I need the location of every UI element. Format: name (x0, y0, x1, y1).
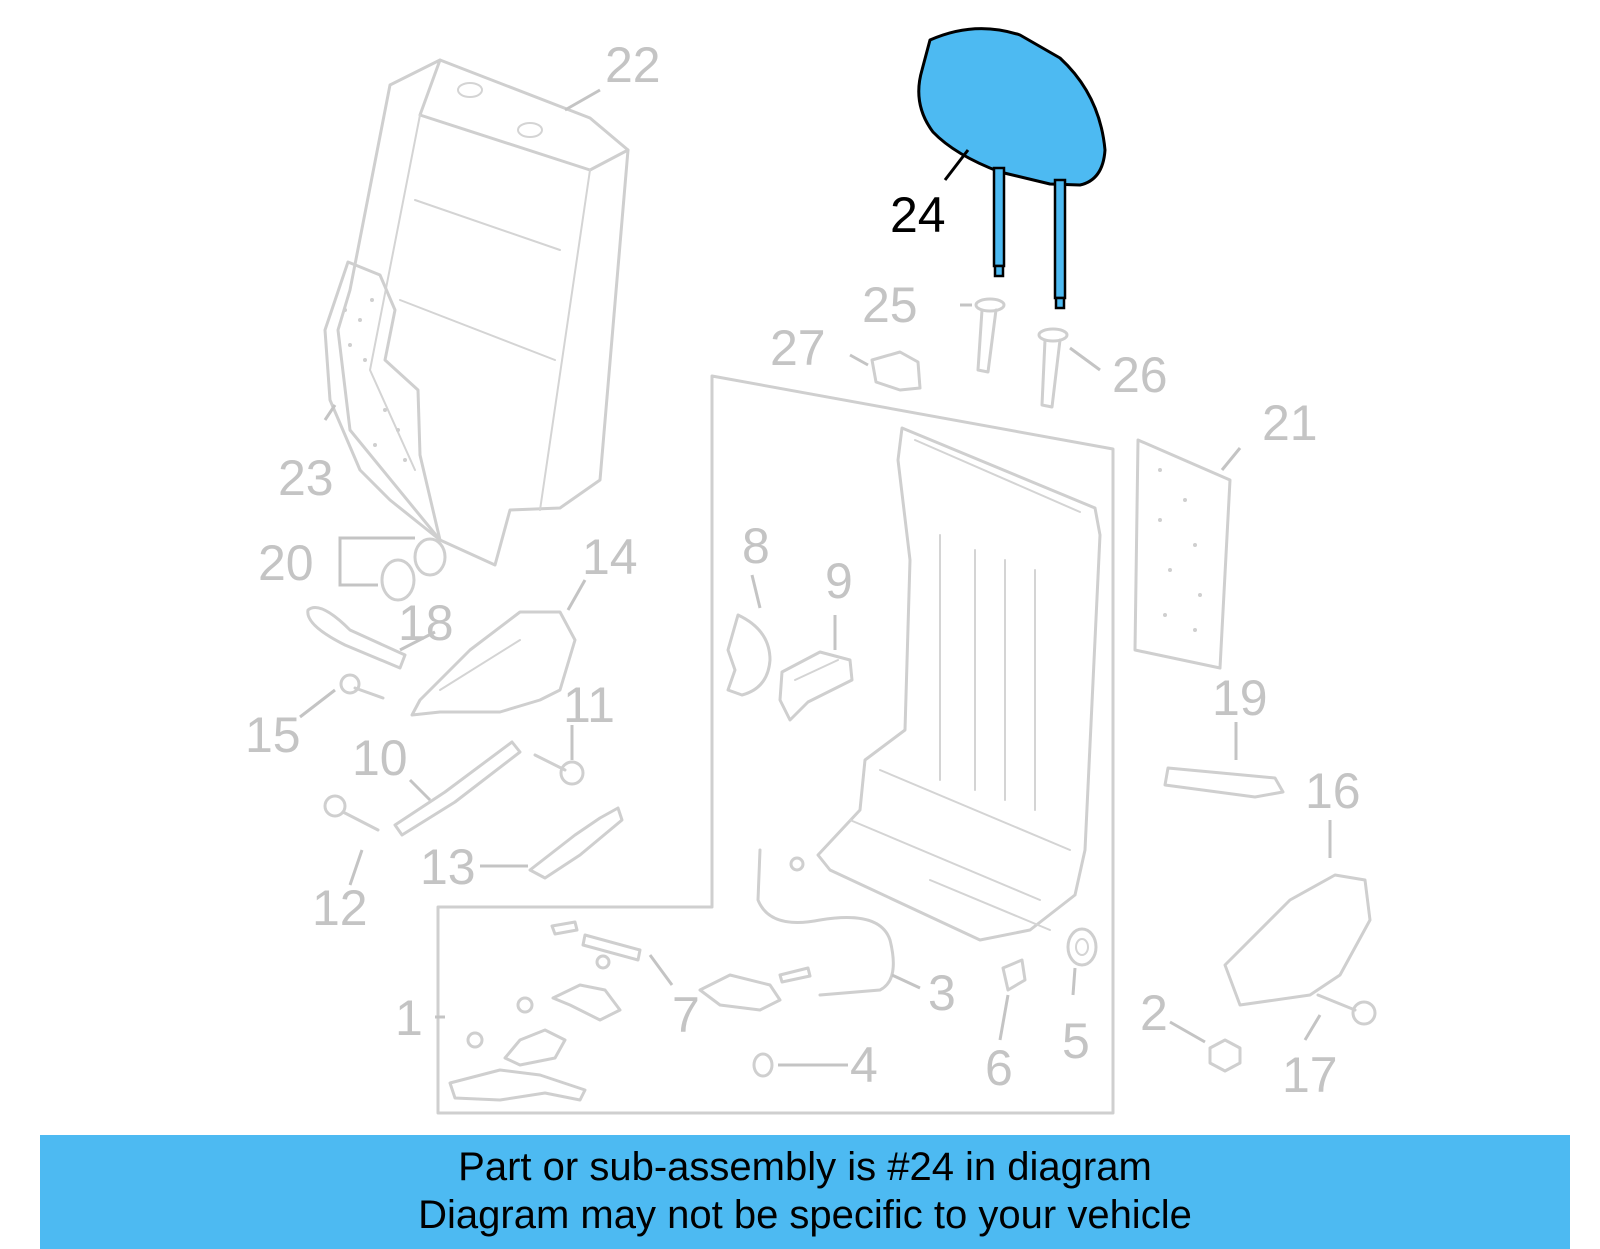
callout-2: 2 (1140, 985, 1168, 1041)
side-trim-8 (726, 613, 772, 697)
callout-15: 15 (245, 707, 301, 763)
callout-7: 7 (672, 987, 700, 1043)
clip-6 (1001, 958, 1027, 992)
callout-8: 8 (742, 518, 770, 574)
cap-parts (380, 537, 447, 602)
caption-banner: Part or sub-assembly is #24 in diagram D… (40, 1135, 1570, 1249)
callout-12: 12 (312, 880, 368, 936)
bolt-15 (339, 673, 385, 700)
seat-frame (816, 426, 1102, 942)
lever-9 (778, 650, 854, 722)
gas-strut (393, 740, 522, 837)
callout-17: 17 (1282, 1047, 1338, 1103)
seat-back-cushion (336, 58, 630, 567)
bolt-17 (1316, 993, 1377, 1026)
callout-20: 20 (258, 535, 314, 591)
callout-11: 11 (563, 677, 615, 733)
recliner-cover (410, 610, 577, 717)
leader-lines (299, 88, 1332, 1067)
callout-14: 14 (582, 529, 638, 585)
callout-22: 22 (605, 37, 661, 93)
callout-18: 18 (398, 595, 454, 651)
callout-10: 10 (352, 730, 408, 786)
bolt-11 (533, 753, 585, 786)
callout-23: 23 (278, 450, 334, 506)
callout-13: 13 (420, 839, 476, 895)
callout-3: 3 (928, 965, 956, 1021)
callout-27: 27 (770, 320, 826, 376)
callout-4: 4 (850, 1037, 878, 1093)
callout-5: 5 (1062, 1013, 1090, 1069)
callout-25: 25 (862, 277, 918, 333)
assembly-frame-outline (436, 374, 1115, 1115)
seat-back-panel (323, 260, 442, 542)
pad-19 (1163, 766, 1285, 799)
headrest-part-24 (917, 27, 1107, 310)
guide-sleeve-26 (1037, 327, 1069, 409)
callout-21: 21 (1262, 395, 1318, 451)
callout-numbers: 22 23 20 14 18 15 11 10 13 12 8 9 24 25 … (245, 37, 1361, 1103)
bushing-5 (1066, 927, 1098, 967)
fastener-4 (752, 1052, 774, 1078)
nut-2 (1208, 1038, 1242, 1073)
bracket-13 (528, 806, 624, 880)
adjuster-brackets-7 (448, 920, 812, 1102)
bolt-12 (323, 794, 380, 832)
caption-line-1: Part or sub-assembly is #24 in diagram (458, 1145, 1152, 1189)
cable-3 (756, 848, 895, 997)
callout-24: 24 (890, 187, 946, 243)
side-shield-16 (1223, 873, 1372, 1007)
callout-26: 26 (1112, 347, 1168, 403)
callout-16: 16 (1305, 763, 1361, 819)
callout-19: 19 (1212, 670, 1268, 726)
callout-1: 1 (395, 990, 423, 1046)
caption-line-2: Diagram may not be specific to your vehi… (418, 1193, 1192, 1237)
guide-sleeve-25 (974, 297, 1006, 374)
callout-6: 6 (985, 1040, 1013, 1096)
callout-9: 9 (825, 553, 853, 609)
strap-part (306, 606, 407, 670)
rear-panel-21 (1133, 438, 1232, 670)
clip-27 (870, 350, 922, 392)
